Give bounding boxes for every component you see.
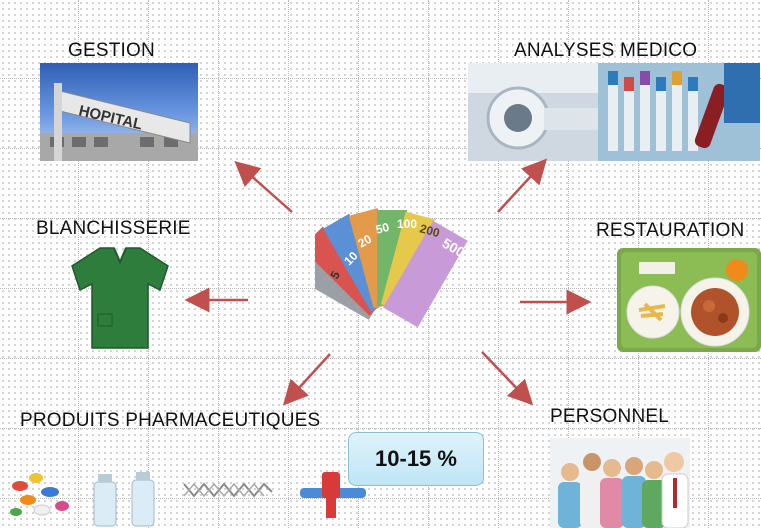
medical-analyses-image [468,63,760,161]
catheter-valve-image [296,464,370,528]
percentage-badge: 10-15 % [348,432,484,486]
banknote-value-50: 50 [374,220,391,237]
analyses-label: ANALYSES MEDICO [514,40,698,61]
blanchisserie-label: BLANCHISSERIE [36,218,191,239]
produits-label: PRODUITS PHARMACEUTIQUES [20,410,321,431]
personnel-label: PERSONNEL [550,406,670,427]
restauration-label: RESTAURATION [596,220,745,241]
scrubs-image [70,244,170,350]
vials-image [88,468,164,528]
gestion-label: GESTION [68,40,155,61]
banknote-value-200: 200 [418,221,441,240]
hospital-image: HOPITAL [40,63,198,161]
arrow-to-produits [282,353,331,406]
stent-image [180,470,276,510]
arrow-to-personnel [481,351,534,406]
pills-image [6,462,76,528]
euro-banknotes-image: 5 10 20 50 100 200 500 [315,200,497,332]
meal-tray-image [617,248,761,352]
banknote-value-20: 20 [356,232,375,251]
banknote-value-100: 100 [397,217,417,231]
arrow-to-gestion [234,161,293,213]
medical-staff-image [550,438,690,528]
arrow-to-analyses [497,158,548,213]
